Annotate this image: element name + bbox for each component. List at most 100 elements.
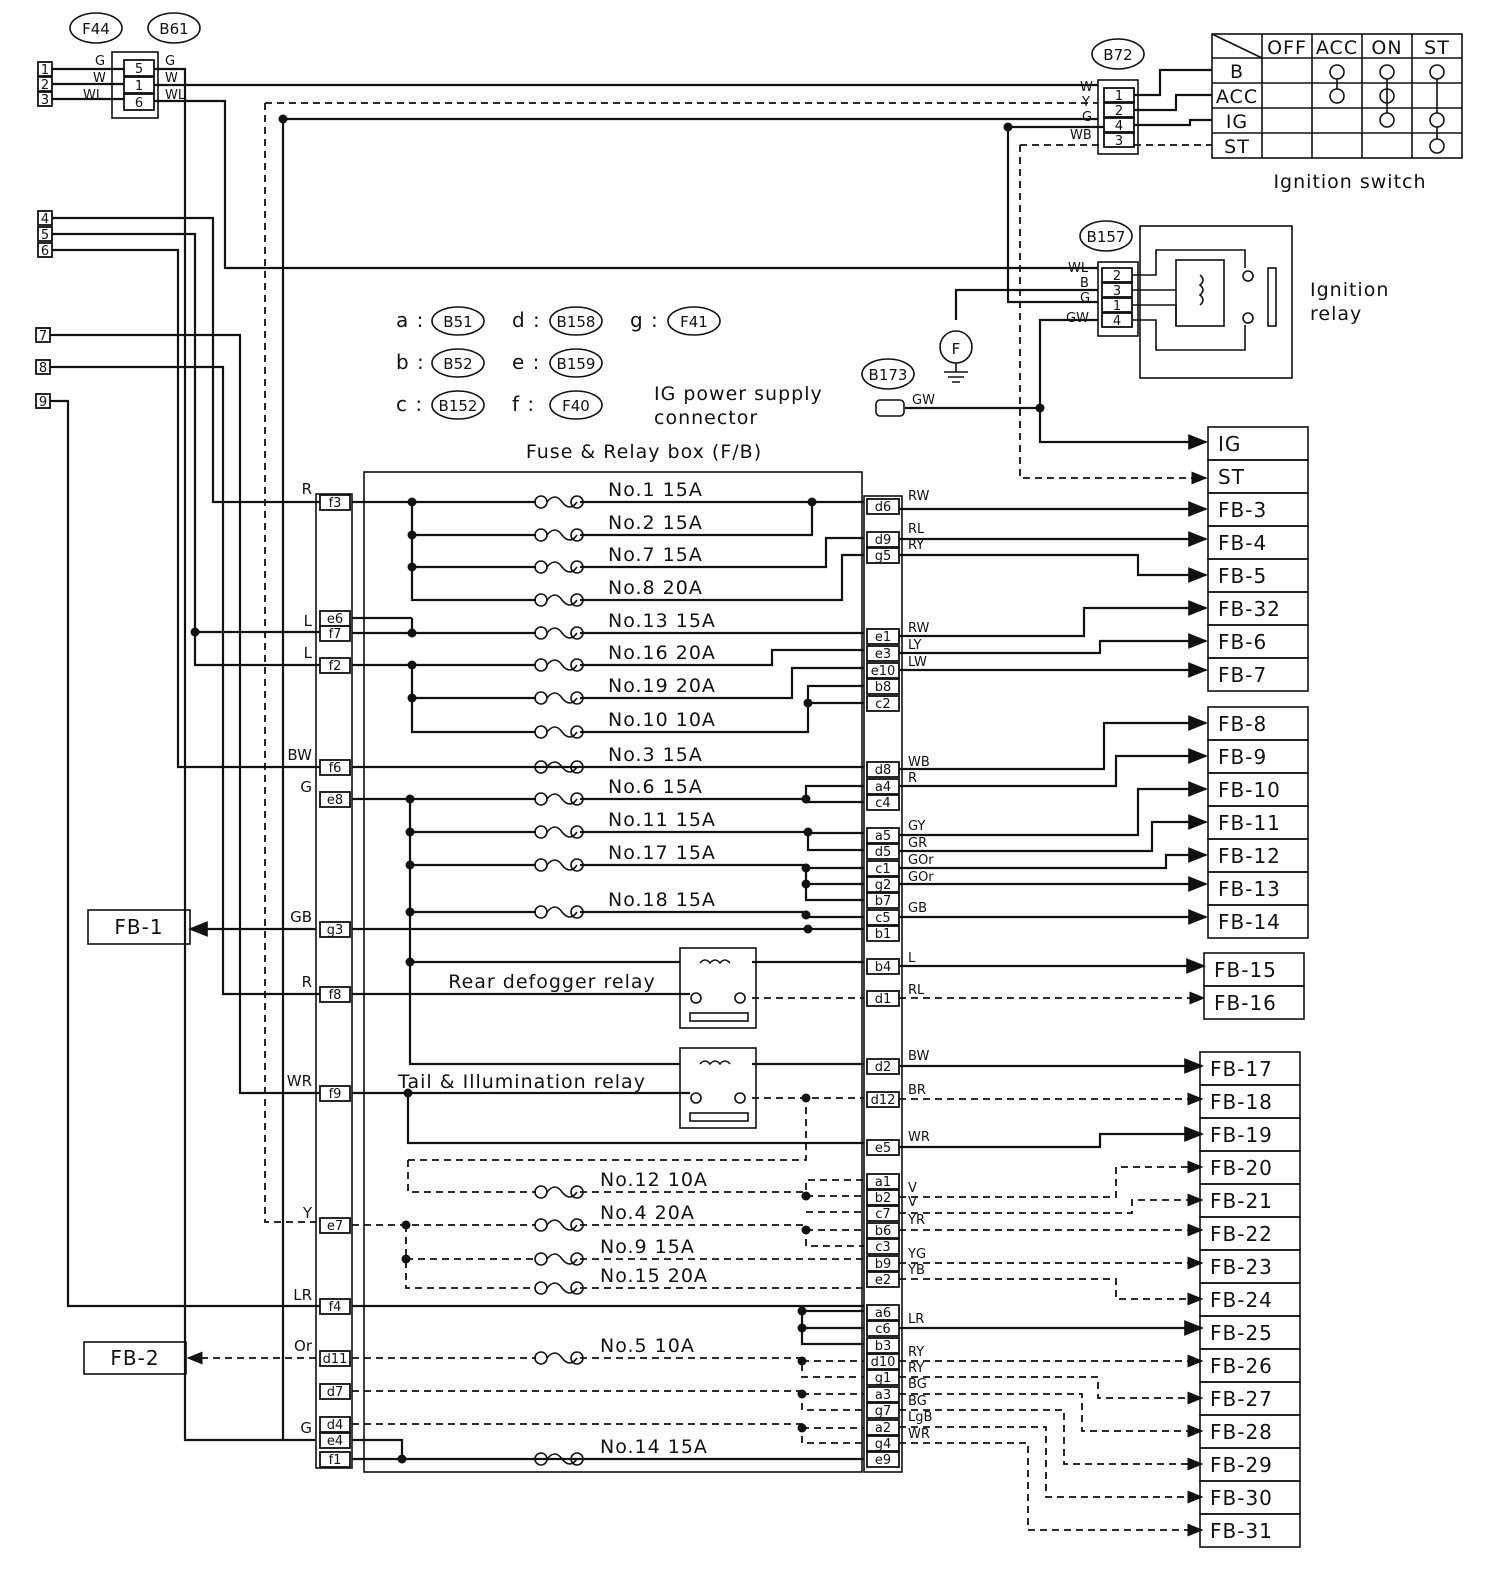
svg-text:FB-31: FB-31 — [1210, 1519, 1273, 1543]
svg-text:F41: F41 — [680, 313, 708, 331]
right-terminal-e10: e10 — [866, 662, 900, 679]
right-terminal-g2: g2 — [866, 876, 900, 893]
svg-text:e4: e4 — [327, 1434, 343, 1449]
svg-text:WL: WL — [83, 88, 104, 103]
fuse-4: No.8 20A — [532, 577, 702, 609]
b61-connector-label: B61 — [147, 12, 201, 44]
svg-text:e9: e9 — [875, 1453, 891, 1468]
fuse-15: No.4 20A — [532, 1202, 695, 1234]
svg-text:No.9 15A: No.9 15A — [600, 1236, 695, 1258]
svg-text:e :: e : — [512, 350, 540, 374]
right-wire-label: RY — [908, 538, 924, 553]
right-wire-label: LY — [908, 638, 922, 653]
svg-text:FB-3: FB-3 — [1218, 498, 1267, 522]
svg-text:GW: GW — [912, 393, 935, 408]
output-fb-32: FB-32 — [1207, 591, 1309, 626]
svg-text:3: 3 — [1113, 284, 1121, 299]
svg-text:e5: e5 — [875, 1141, 891, 1156]
left-terminal-f4: f4 — [319, 1298, 351, 1315]
output-wire — [899, 715, 1208, 771]
svg-text:W: W — [93, 71, 106, 86]
svg-text:2: 2 — [41, 78, 49, 93]
svg-text:B52: B52 — [443, 355, 472, 373]
svg-text:G: G — [1082, 110, 1092, 125]
left-terminal-f1: f1 — [319, 1451, 351, 1468]
right-terminal-b9: b9 — [866, 1255, 900, 1272]
right-wire-label: GOr — [908, 853, 934, 868]
right-wire-label: WB — [908, 755, 930, 770]
right-terminal-d10: d10 — [866, 1353, 900, 1370]
left-terminal-e8: e8 — [319, 791, 351, 808]
svg-text:B157: B157 — [1087, 228, 1126, 246]
output-wire — [899, 1393, 1204, 1438]
svg-text:FB-10: FB-10 — [1218, 778, 1281, 802]
svg-text:b1: b1 — [875, 927, 892, 942]
output-fb-13: FB-13 — [1207, 871, 1309, 906]
fuse-11: No.11 15A — [532, 809, 715, 841]
svg-text:a4: a4 — [875, 780, 891, 795]
right-wire-label: BG — [908, 1394, 927, 1409]
right-wire-label: GR — [908, 836, 927, 851]
svg-text:a1: a1 — [875, 1175, 891, 1190]
svg-text:e10: e10 — [871, 664, 896, 679]
rear-defogger-relay: Rear defogger relay — [448, 947, 757, 1029]
svg-text:9: 9 — [39, 395, 47, 410]
svg-text:c6: c6 — [875, 1322, 890, 1337]
svg-text:F40: F40 — [562, 397, 590, 415]
right-terminal-a1: a1 — [866, 1173, 900, 1190]
svg-text:No.18 15A: No.18 15A — [608, 889, 716, 911]
output-fb-9: FB-9 — [1207, 739, 1309, 774]
output-fb-6: FB-6 — [1207, 624, 1309, 659]
svg-text:6: 6 — [41, 244, 49, 259]
svg-text:b8: b8 — [875, 680, 892, 695]
output-fb-7: FB-7 — [1207, 657, 1309, 692]
output-fb-23: FB-23 — [1199, 1249, 1301, 1284]
f44-connector-label: F44 — [69, 12, 123, 44]
svg-text:No.13 15A: No.13 15A — [608, 610, 716, 632]
right-terminal-d2: d2 — [866, 1058, 900, 1075]
svg-text:e1: e1 — [875, 630, 891, 645]
svg-text:FB-8: FB-8 — [1218, 712, 1267, 736]
svg-text:f4: f4 — [329, 1300, 342, 1315]
svg-text:WB: WB — [1070, 128, 1092, 143]
svg-text:b3: b3 — [875, 1339, 892, 1354]
svg-text:b6: b6 — [875, 1224, 892, 1239]
output-fb-25: FB-25 — [1199, 1315, 1301, 1350]
svg-text:G: G — [165, 54, 175, 69]
svg-text:a2: a2 — [875, 1421, 891, 1436]
svg-text:FB-23: FB-23 — [1210, 1255, 1273, 1279]
svg-text:d7: d7 — [327, 1385, 344, 1400]
fuse-9: No.3 15A — [532, 744, 702, 776]
svg-text:g2: g2 — [875, 878, 892, 893]
svg-text:f9: f9 — [329, 1087, 342, 1102]
right-terminal-c2: c2 — [866, 695, 900, 712]
svg-text:No.4 20A: No.4 20A — [600, 1202, 695, 1224]
svg-text:c3: c3 — [875, 1240, 890, 1255]
output-fb-15: FB-15 — [1203, 952, 1305, 987]
output-wire — [899, 847, 1208, 870]
svg-text:FB-5: FB-5 — [1218, 564, 1267, 588]
left-terminal-f3: f3 — [319, 494, 351, 511]
svg-text:IG: IG — [1218, 432, 1241, 456]
tail-illumination-relay: Tail & Illumination relay — [397, 1047, 757, 1129]
svg-text:No.12 10A: No.12 10A — [600, 1169, 708, 1191]
svg-text:G: G — [95, 54, 105, 69]
output-fb-20: FB-20 — [1199, 1150, 1301, 1185]
fuse-box-frame — [363, 471, 863, 1473]
svg-text:B173: B173 — [869, 366, 908, 384]
svg-text:a5: a5 — [875, 829, 891, 844]
right-terminal-g1: g1 — [866, 1369, 900, 1386]
svg-text:Rear defogger relay: Rear defogger relay — [448, 971, 656, 993]
svg-text:No.5 10A: No.5 10A — [600, 1335, 695, 1357]
svg-text:e7: e7 — [327, 1219, 343, 1234]
left-pins-mid: 4 5 6 — [37, 210, 53, 259]
svg-text:ACC: ACC — [1216, 86, 1258, 108]
right-terminal-g4: g4 — [866, 1435, 900, 1452]
svg-text:Y: Y — [1081, 95, 1090, 110]
svg-text:F: F — [952, 340, 961, 358]
svg-text:FB-29: FB-29 — [1210, 1453, 1273, 1477]
svg-text:1: 1 — [135, 79, 143, 94]
output-fb-26: FB-26 — [1199, 1348, 1301, 1383]
right-terminal-a2: a2 — [866, 1419, 900, 1436]
